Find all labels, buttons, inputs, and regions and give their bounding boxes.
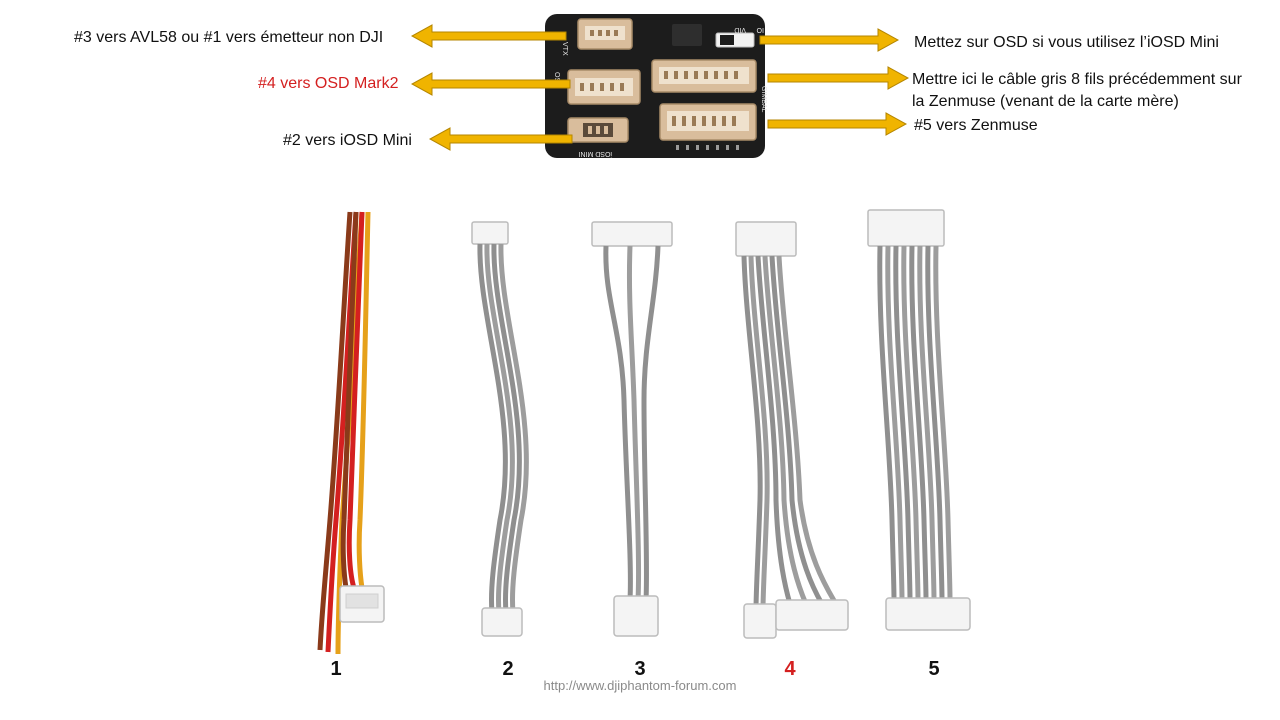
- label-grey-cable-line2: la Zenmuse (venant de la carte mère): [912, 93, 1179, 110]
- silk-vtx: VTX: [561, 42, 568, 56]
- cable-number-2: 2: [502, 658, 514, 680]
- label-switch-note: Mettez sur OSD si vous utilisez l’iOSD M…: [914, 34, 1219, 51]
- arrow-iosd-mini: [428, 127, 573, 151]
- arrow-switch: [759, 28, 900, 52]
- arrow-vtx: [410, 24, 567, 48]
- solder-pads: [676, 145, 739, 150]
- cable-number-3: 3: [634, 658, 646, 680]
- label-vtx: #3 vers AVL58 ou #1 vers émetteur non DJ…: [74, 29, 384, 46]
- silk-io: IO: [756, 26, 764, 33]
- cable-5-connector-bottom: [885, 597, 971, 631]
- cable-number-4: 4: [784, 658, 796, 680]
- board-chip: [672, 24, 702, 46]
- grey-cable-connector: [651, 59, 757, 93]
- cable-3: [591, 221, 673, 637]
- cable-number-1: 1: [330, 658, 342, 680]
- arrows: [410, 24, 910, 151]
- cable-2-connector-top: [471, 221, 509, 245]
- silk-iosd-mini: iOSD MINI: [579, 150, 613, 157]
- gimbal-connector: [659, 103, 757, 141]
- cable-2: [471, 221, 529, 637]
- cable-3-connector-bottom: [613, 595, 659, 637]
- cable-3-connector-top: [591, 221, 673, 247]
- cable-2-connector-bottom: [481, 607, 523, 637]
- label-grey-cable-line1: Mettre ici le câble gris 8 fils précédem…: [912, 71, 1242, 88]
- label-iosd-mini: #2 vers iOSD Mini: [283, 132, 412, 149]
- cable-5-connector-top: [867, 209, 945, 247]
- vtx-connector: [577, 18, 633, 50]
- cable-number-5: 5: [928, 658, 940, 680]
- arrow-zenmuse: [767, 112, 908, 136]
- label-osd-mark2: #4 vers OSD Mark2: [258, 75, 399, 92]
- arrow-grey-cable: [767, 66, 910, 90]
- cable-4-connector-large: [775, 599, 849, 631]
- osd-connector: [567, 69, 641, 105]
- silk-gimbal: GIMBAL: [760, 86, 767, 113]
- iosd-mini-connector: [567, 117, 629, 143]
- cable-1: [317, 211, 385, 655]
- cable-4-connector-top: [735, 221, 797, 257]
- adapter-board: VTX OSD iOSD MINI GIMBAL VID IO: [545, 14, 767, 158]
- silk-vid: VID: [734, 26, 746, 33]
- label-zenmuse: #5 vers Zenmuse: [914, 117, 1038, 134]
- watermark: http://www.djiphantom-forum.com: [543, 678, 737, 693]
- vid-io-switch: [715, 32, 755, 48]
- arrow-osd-mark2: [410, 72, 571, 96]
- cable-5: [867, 209, 971, 631]
- cable-4-connector-small: [743, 603, 777, 639]
- cable-4: [735, 221, 849, 639]
